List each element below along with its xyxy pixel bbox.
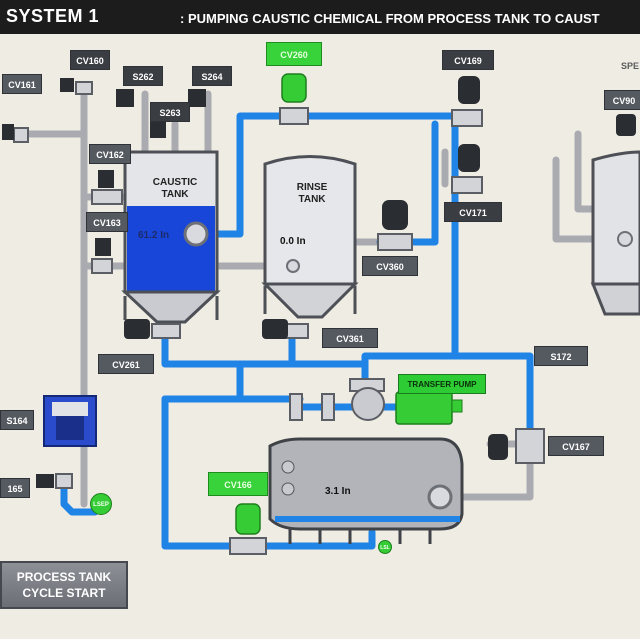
cv161-flange	[13, 127, 29, 143]
strainer	[43, 395, 97, 447]
cv167-tag[interactable]: CV167	[548, 436, 604, 456]
cv361-actuator	[262, 319, 288, 339]
cv161-tag[interactable]: CV161	[2, 74, 42, 94]
rinse-tank-level: 0.0 In	[280, 236, 306, 247]
tank-outlet-header	[161, 335, 369, 368]
lsep-pipe	[60, 480, 99, 516]
cv171-tag[interactable]: CV171	[444, 202, 502, 222]
cv163-tag[interactable]: CV163	[86, 212, 128, 232]
transfer-pump	[351, 387, 463, 425]
cv167-actuator	[488, 434, 508, 460]
cv260-actuator	[281, 73, 307, 103]
cv169-actuator	[458, 76, 480, 104]
cv169-flange	[451, 109, 483, 127]
valve-actuators	[2, 76, 636, 488]
cv90-actuator	[616, 114, 636, 136]
process-tank	[268, 437, 464, 544]
s164-tag[interactable]: S164	[0, 410, 34, 430]
cv360-actuator	[382, 200, 408, 230]
s172-tag[interactable]: S172	[534, 346, 588, 366]
running-actuators	[235, 73, 307, 535]
cv360-tag[interactable]: CV360	[362, 256, 418, 276]
cv160-tag[interactable]: CV160	[70, 50, 110, 70]
cv160-flange	[75, 81, 93, 95]
spe-tag: SPE	[620, 61, 639, 71]
rinse-tank-label: RINSE TANK	[296, 182, 328, 205]
right-tank-partial	[590, 150, 640, 316]
cv166-flange	[229, 537, 267, 555]
cv160-actuator	[60, 78, 74, 92]
cv167-flange	[515, 428, 545, 464]
lsep-indicator: LSEP	[90, 493, 112, 515]
pump-suction-flange	[289, 393, 303, 421]
s165-actuator	[36, 474, 54, 488]
s165-tag[interactable]: 165	[0, 478, 30, 498]
piping-schematic	[2, 73, 640, 555]
process-tank-level: 3.1 In	[325, 486, 351, 497]
cv361-tag[interactable]: CV361	[322, 328, 378, 348]
cv261-tag[interactable]: CV261	[98, 354, 154, 374]
cv169-tag[interactable]: CV169	[442, 50, 494, 70]
s263-tag[interactable]: S263	[150, 102, 190, 122]
pump-discharge-pipe	[361, 352, 534, 453]
caustic-tank-level: 61.2 In	[138, 230, 170, 241]
cv90-tag[interactable]: CV90	[604, 90, 640, 110]
process-tank-cycle-start-button[interactable]: PROCESS TANK CYCLE START	[0, 561, 128, 609]
cv261-actuator	[124, 319, 150, 339]
caustic-tank-label: CAUSTIC TANK	[152, 177, 198, 200]
caustic-tank	[121, 150, 221, 324]
transfer-pump-tag[interactable]: TRANSFER PUMP	[398, 374, 486, 394]
process-tank-outlet-pipe	[161, 395, 376, 550]
process-diagram: CAUSTIC TANK 61.2 In RINSE TANK 0.0 In 3…	[0, 34, 640, 639]
cv163-flange	[91, 258, 113, 274]
system-title: SYSTEM 1	[6, 6, 100, 26]
active-piping	[60, 112, 534, 550]
s262-tag[interactable]: S262	[123, 66, 163, 86]
cv162-flange	[91, 189, 123, 205]
s264-tag[interactable]: S264	[192, 66, 232, 86]
cv166-tag[interactable]: CV166	[208, 472, 268, 496]
cv166-actuator	[235, 503, 261, 535]
cv260-tag[interactable]: CV260	[266, 42, 322, 66]
caustic-return-pipe	[196, 112, 459, 358]
cv161-actuator	[2, 124, 14, 140]
s165-flange	[55, 473, 73, 489]
pump-suction-flange-2	[321, 393, 335, 421]
process-description: : PUMPING CAUSTIC CHEMICAL FROM PROCESS …	[180, 11, 600, 26]
rinse-tank	[261, 155, 359, 319]
cv261-flange	[151, 323, 181, 339]
cv163-actuator	[95, 238, 111, 256]
cv162-actuator	[98, 170, 114, 188]
s262-actuator	[116, 89, 134, 107]
cv171-flange	[451, 176, 483, 194]
s264-actuator	[188, 89, 206, 107]
title-bar: SYSTEM 1 : PUMPING CAUSTIC CHEMICAL FROM…	[0, 0, 640, 34]
cv162-tag[interactable]: CV162	[89, 144, 131, 164]
cv171-actuator	[458, 144, 480, 172]
cv260-flange	[279, 107, 309, 125]
lsl-indicator: LSL	[378, 540, 392, 554]
s263-actuator	[150, 122, 166, 138]
cv360-flange	[377, 233, 413, 251]
